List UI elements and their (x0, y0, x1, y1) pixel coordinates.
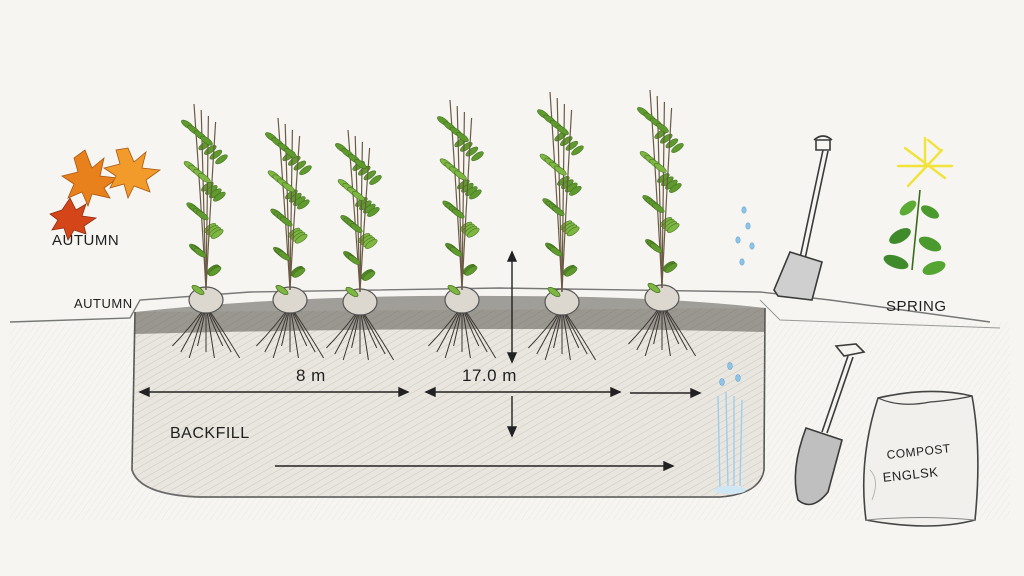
sapling (428, 99, 497, 359)
water-drops-icon (714, 206, 755, 494)
sprout-icon (883, 189, 946, 275)
autumn-ground-label: AUTUMN (74, 296, 133, 311)
dimension-arrows (138, 250, 702, 472)
sapling (628, 89, 697, 357)
sapling (528, 91, 597, 361)
compost-bag-icon (862, 390, 979, 527)
sapling (256, 117, 325, 359)
shovel-icon (773, 135, 833, 301)
sapling (326, 129, 395, 361)
spring-label: SPRING (886, 298, 947, 315)
autumn-label: AUTUMN (52, 232, 120, 249)
dimension-center-label: 17.0 m (462, 366, 517, 385)
maple-leaf-icon (49, 147, 162, 241)
backfill-label: BACKFILL (170, 425, 250, 442)
spade-icon (794, 343, 866, 506)
sapling-row (172, 89, 697, 361)
dimension-left-label: 8 m (296, 366, 326, 385)
sun-icon (896, 136, 954, 188)
sapling (172, 103, 241, 359)
